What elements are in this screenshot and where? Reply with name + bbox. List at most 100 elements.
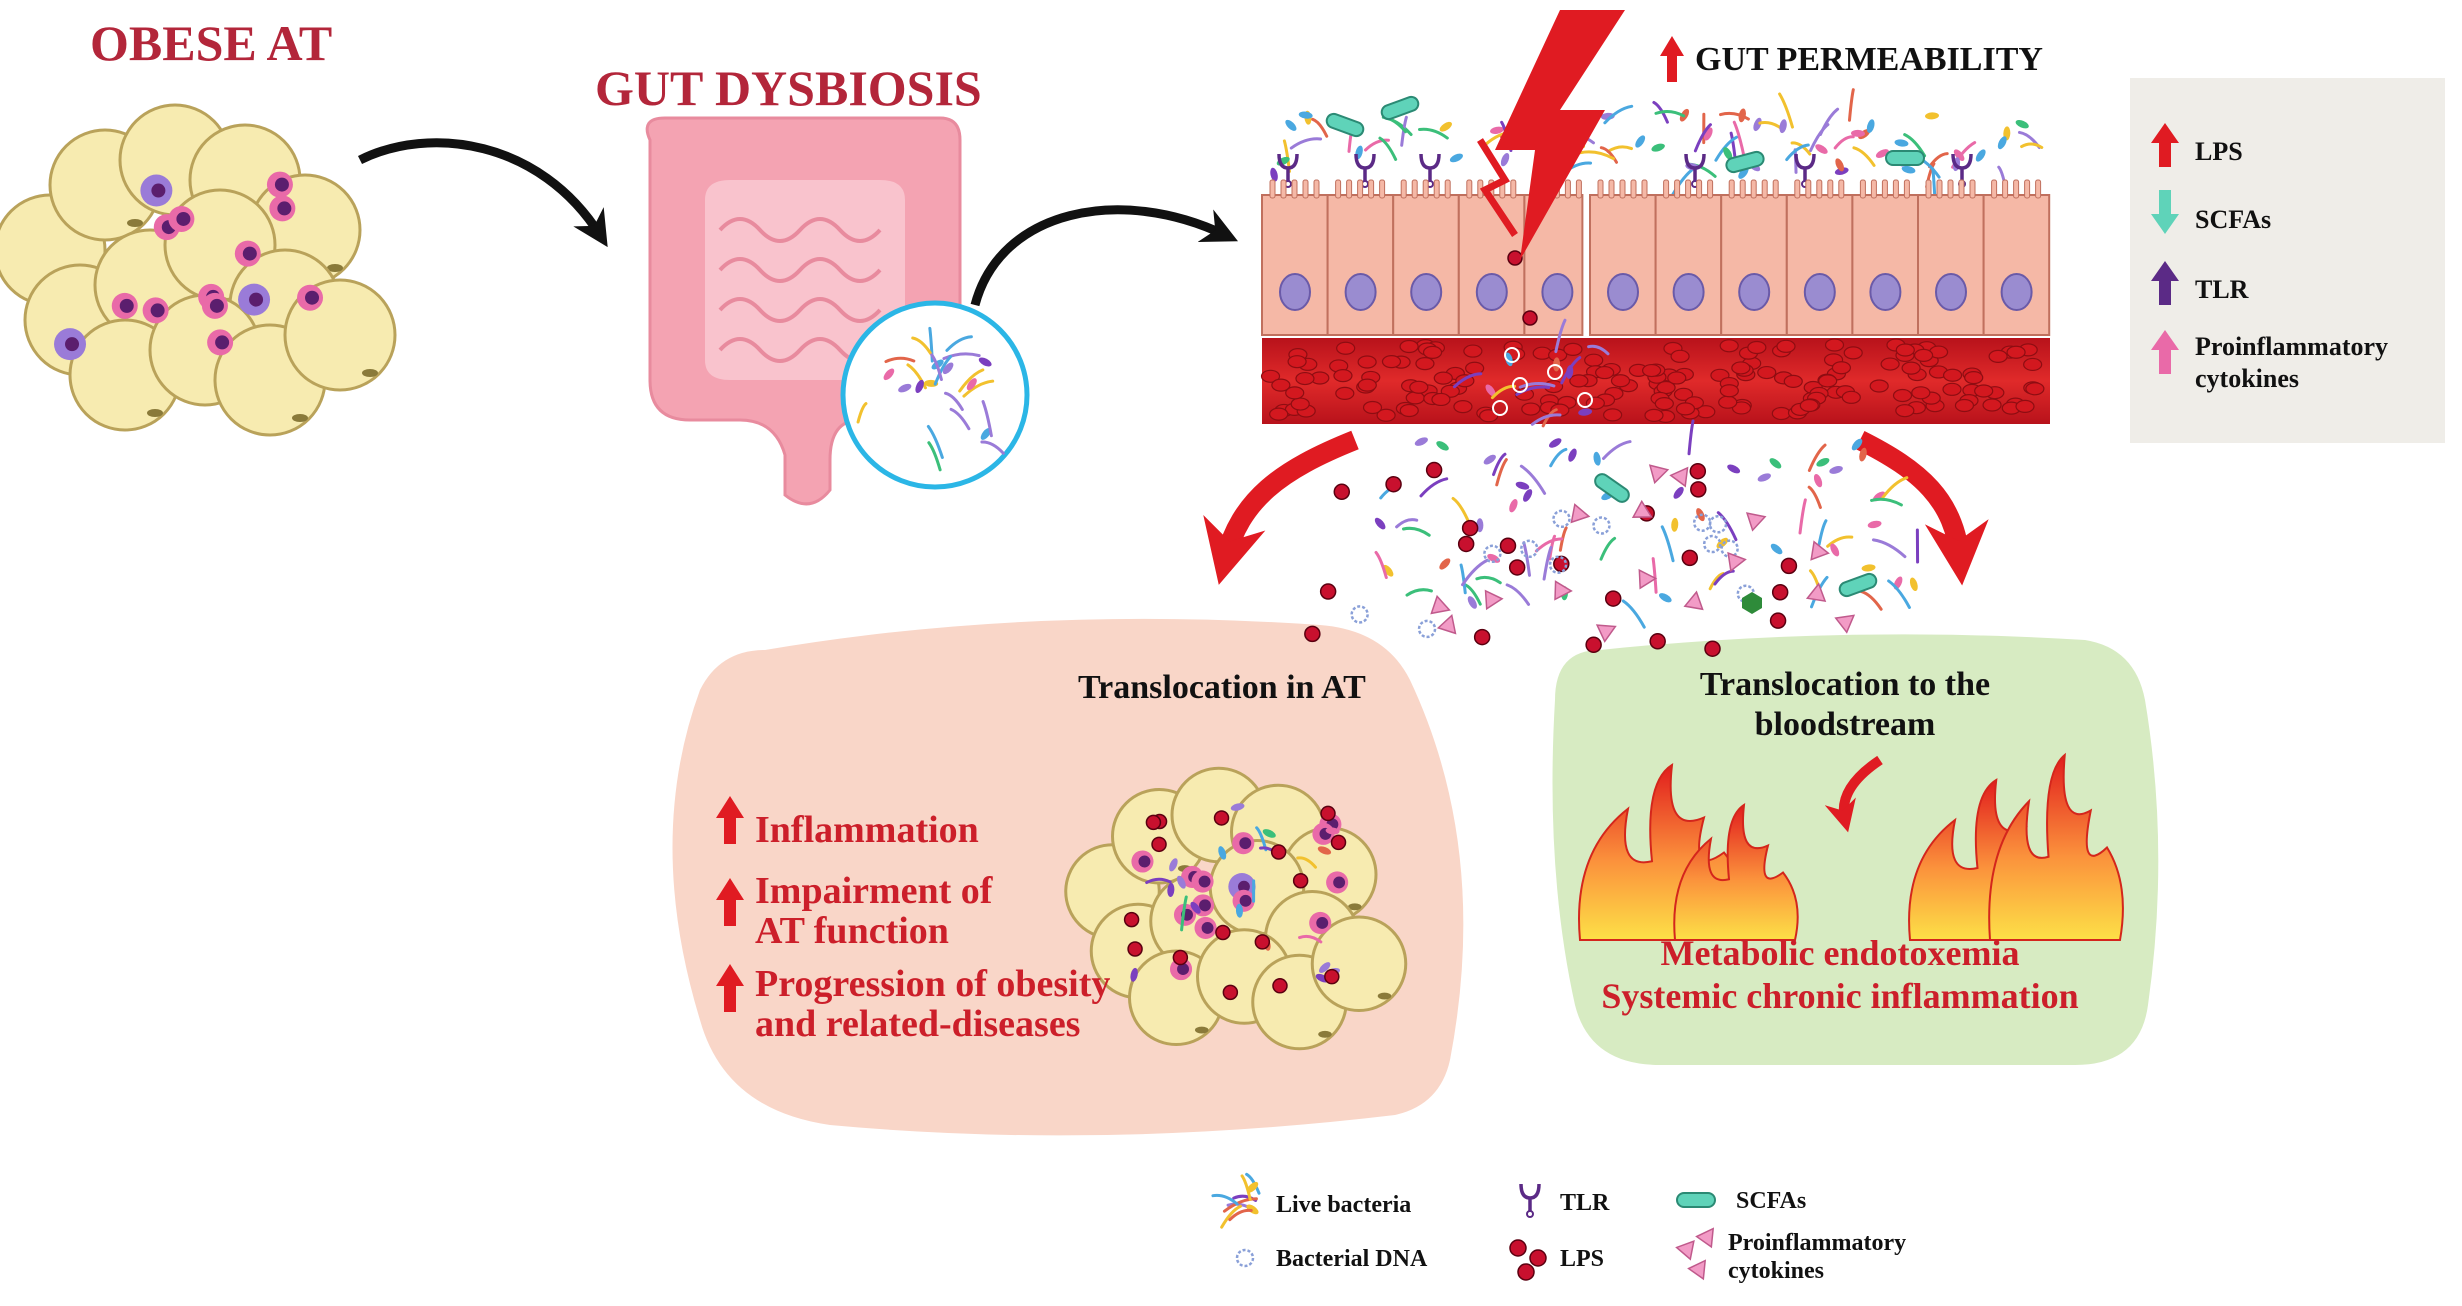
bacterium-icon (1169, 858, 1178, 872)
red-arrow-to-at (1203, 430, 1359, 585)
bacterium-icon (1270, 167, 1278, 182)
bacterium-icon (1439, 558, 1451, 570)
bacterium-icon (1953, 149, 1965, 161)
bacterium-icon (1635, 135, 1646, 148)
bacterium-icon (980, 428, 991, 440)
translocating-particles (1304, 419, 1920, 657)
bacterium-icon (2015, 119, 2029, 129)
bacterium-icon (1298, 934, 1323, 944)
bacterium-icon (1515, 385, 1551, 397)
lps-icon (1127, 941, 1143, 957)
bacterium-icon (1887, 579, 1911, 609)
scfa-icon (1725, 150, 1765, 174)
bacterium-icon (1515, 481, 1530, 490)
bacterial-dna-icon (1235, 1248, 1255, 1268)
lps-icon (1517, 1263, 1535, 1281)
bacterium-icon (1693, 123, 1712, 153)
bacterium-icon (1483, 454, 1496, 465)
bacterium-icon (926, 424, 944, 459)
bacterium-icon (978, 357, 992, 367)
bacterium-icon (1602, 440, 1632, 461)
at-effects-list: Inflammation Impairment of AT function P… (716, 796, 1110, 1045)
legend-cytokines-1: Proinflammatory (1728, 1230, 1906, 1256)
flame (1673, 803, 1799, 941)
lps-icon (1689, 462, 1707, 480)
bacterium-icon (1190, 901, 1201, 914)
cytokine-icon (1745, 512, 1767, 532)
nucleus (1279, 273, 1311, 311)
bacterial-dna-icon (1483, 544, 1502, 564)
gut-barrier (1260, 10, 2051, 428)
bacterium-icon (911, 336, 933, 355)
bacterium-icon (1500, 153, 1510, 167)
cytokine-icon (1648, 464, 1670, 485)
bacterium-icon (1719, 111, 1750, 121)
cytokine-icon (1595, 624, 1617, 643)
cytokine-icon (1727, 551, 1747, 573)
bacterium-icon (915, 379, 924, 394)
bacterium-icon (1723, 147, 1733, 160)
gut-permeability-label: GUT PERMEABILITY (1660, 36, 2043, 82)
bacterium-icon (944, 391, 964, 411)
side-legend-tlr: TLR (2195, 275, 2249, 304)
bacterium-icon (1230, 803, 1245, 811)
nucleus (1869, 273, 1902, 311)
legend-scfas: SCFAs (1736, 1188, 1806, 1214)
bacterium-icon (1228, 1208, 1253, 1222)
bacterium-icon (1395, 518, 1419, 529)
bacterium-icon (1509, 499, 1518, 513)
bacterium-icon (1901, 165, 1916, 174)
bacterium-icon (1778, 92, 1794, 129)
bacterium-icon (898, 383, 912, 393)
bloodstream-panel (1552, 634, 2159, 1065)
bacterium-icon (1549, 438, 1562, 448)
bacterium-icon (1852, 146, 1876, 167)
bacterium-icon (1418, 127, 1449, 140)
cytokine-icon (1570, 503, 1591, 524)
up-arrow-icon (2151, 123, 2179, 167)
lps-icon (1499, 537, 1517, 555)
bacterium-icon (1439, 121, 1452, 132)
obese-adipose-tissue (0, 103, 397, 437)
bacterium-icon (883, 368, 895, 381)
bacterial-dna-icon (1702, 534, 1722, 554)
bacterium-icon (1167, 883, 1175, 898)
nucleus (1475, 273, 1508, 311)
legend-bacterial-dna: Bacterial DNA (1276, 1246, 1428, 1272)
bacterium-icon (1414, 437, 1428, 446)
nucleus (1344, 273, 1377, 311)
bacterium-icon (884, 356, 916, 364)
lps-icon (1215, 924, 1231, 941)
epithelial-cell (1326, 194, 1395, 336)
small-red-arrow (1824, 755, 1883, 833)
bacterium-icon (1975, 149, 1986, 162)
lps-icon (1473, 628, 1491, 646)
bacterium-icon (1816, 457, 1830, 467)
down-arrow-icon (2151, 190, 2179, 234)
bacterium-icon (1830, 543, 1840, 557)
cytokine-icon (1631, 499, 1653, 518)
at-effect-2-line1: Impairment of (755, 870, 994, 912)
epithelial-cell (1654, 194, 1723, 336)
lps-icon (1681, 549, 1699, 567)
up-arrow-icon (716, 964, 744, 1012)
bacterium-icon (1449, 153, 1463, 163)
bacterium-icon (958, 368, 985, 393)
bacterium-icon (1621, 599, 1646, 629)
at-effect-3-line1: Progression of obesity (755, 963, 1110, 1005)
bacterium-icon (1835, 158, 1845, 172)
bacterium-icon (1659, 593, 1672, 603)
bacterium-icon (1829, 465, 1843, 474)
bacterium-icon (1687, 419, 1695, 456)
lps-icon (1509, 1239, 1527, 1257)
flame (1988, 752, 2124, 941)
bacterium-icon (1495, 458, 1508, 487)
epithelial-cell (1261, 194, 1329, 336)
lps-icon (1272, 978, 1288, 994)
bacterial-dna-icon (1350, 605, 1369, 624)
gut-permeability-text: GUT PERMEABILITY (1695, 41, 2043, 78)
bacterium-icon (1673, 486, 1684, 499)
bacterium-icon (1382, 564, 1394, 577)
lps-icon (1457, 535, 1475, 553)
bacterium-icon (1285, 119, 1297, 131)
